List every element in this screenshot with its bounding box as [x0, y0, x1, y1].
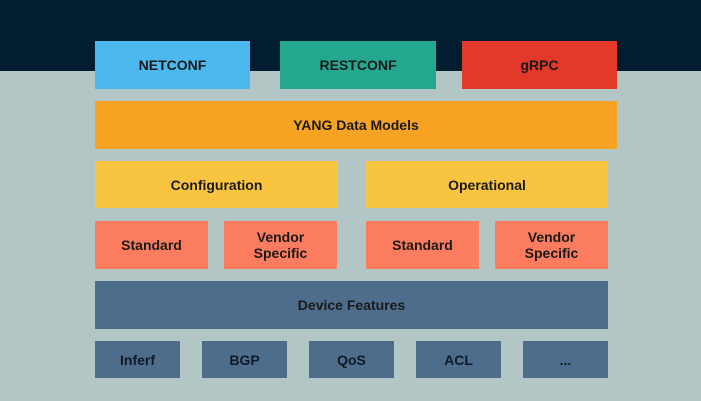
oper-standard-label: Standard	[392, 237, 453, 253]
restconf-label: RESTCONF	[319, 57, 397, 73]
device-features-label: Device Features	[297, 297, 406, 313]
feature-more-label: ...	[559, 351, 572, 368]
feature-qos-box: QoS	[309, 341, 394, 378]
yang-data-models-label: YANG Data Models	[293, 117, 419, 133]
yang-data-models-box: YANG Data Models	[95, 101, 617, 149]
device-features-box: Device Features	[95, 281, 608, 329]
netconf-box: NETCONF	[95, 41, 250, 89]
config-vendor-specific-box: Vendor Specific	[224, 221, 337, 269]
config-standard-label: Standard	[121, 237, 182, 253]
feature-interf-box: Inferf	[95, 341, 180, 378]
operational-box: Operational	[366, 161, 608, 208]
restconf-box: RESTCONF	[280, 41, 436, 89]
feature-bgp-box: BGP	[202, 341, 287, 378]
operational-label: Operational	[448, 176, 526, 193]
oper-vendor-specific-label: Vendor Specific	[524, 229, 579, 261]
feature-qos-label: QoS	[337, 351, 366, 368]
feature-acl-label: ACL	[444, 351, 473, 368]
feature-interf-label: Inferf	[120, 351, 155, 368]
feature-bgp-label: BGP	[229, 351, 260, 368]
grpc-label: gRPC	[520, 57, 559, 73]
grpc-box: gRPC	[462, 41, 617, 89]
config-standard-box: Standard	[95, 221, 208, 269]
configuration-label: Configuration	[170, 176, 263, 193]
configuration-box: Configuration	[95, 161, 338, 208]
oper-standard-box: Standard	[366, 221, 479, 269]
config-vendor-specific-label: Vendor Specific	[253, 229, 308, 261]
netconf-label: NETCONF	[138, 57, 207, 73]
feature-acl-box: ACL	[416, 341, 501, 378]
oper-vendor-specific-box: Vendor Specific	[495, 221, 608, 269]
feature-more-box: ...	[523, 341, 608, 378]
